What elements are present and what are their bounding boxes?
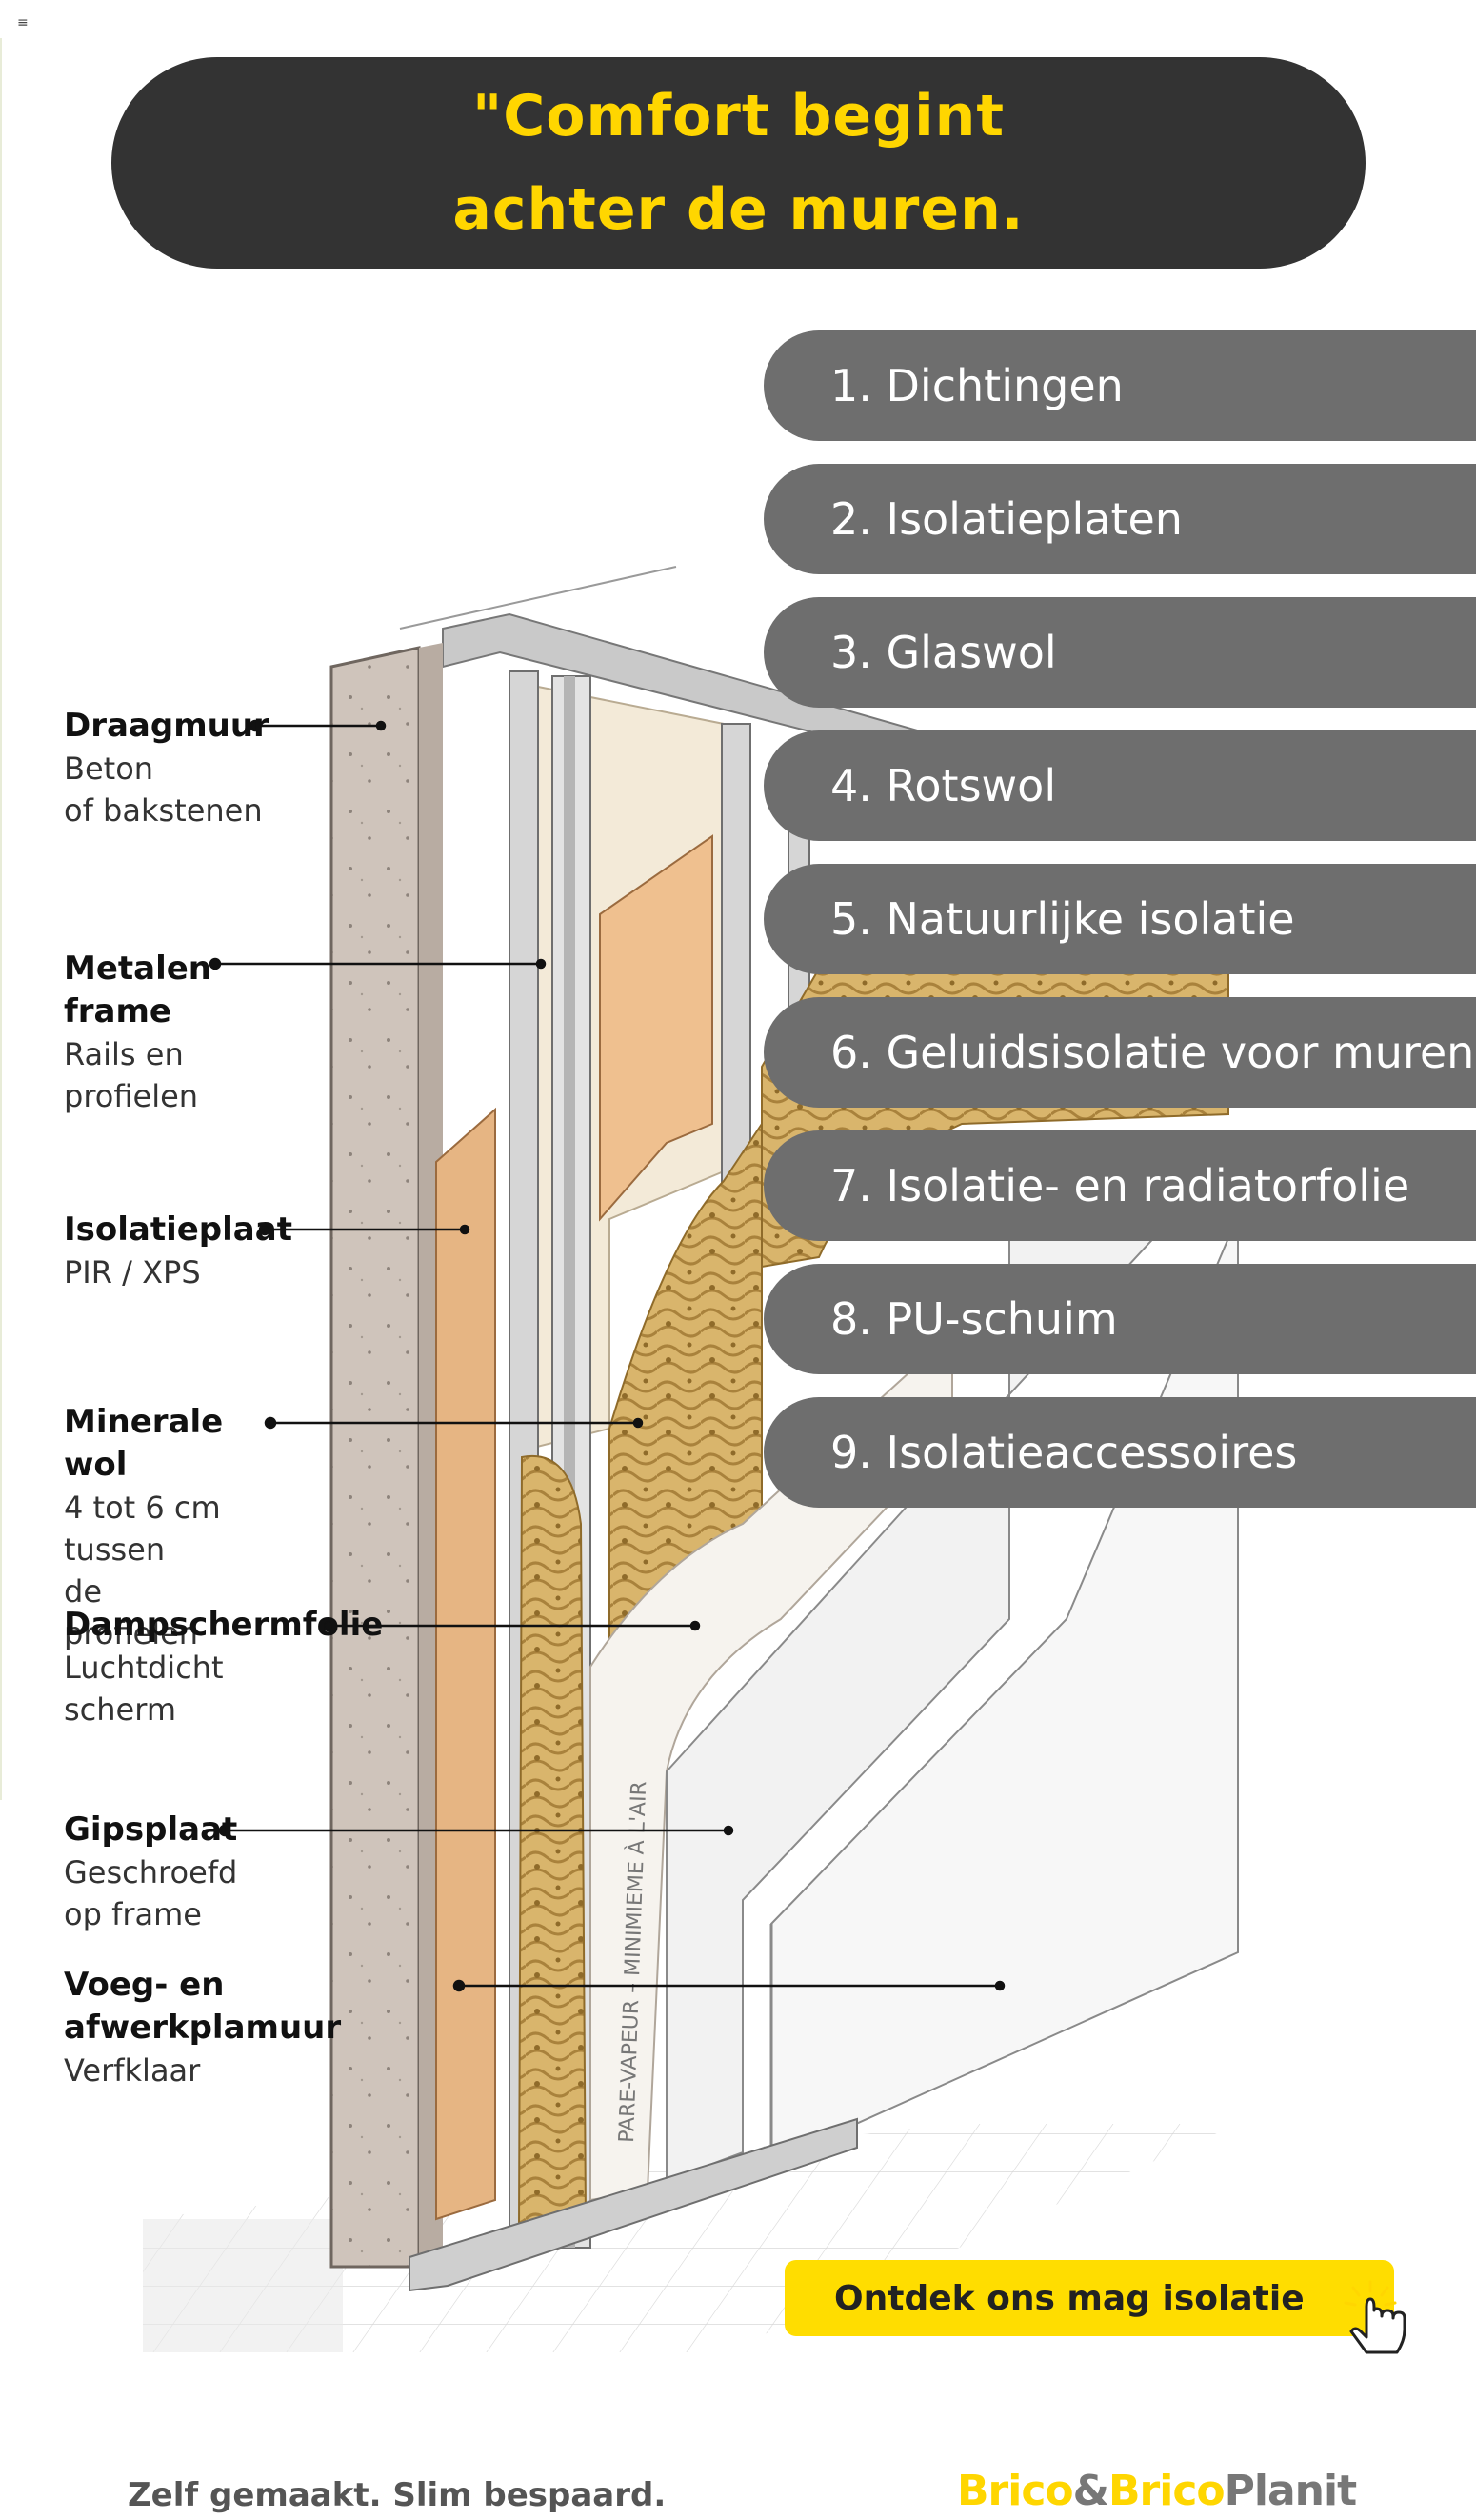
menu-item-label: 7. Isolatie- en radiatorfolie [830, 1160, 1410, 1211]
menu-item-isolatieaccessoires[interactable]: 9. Isolatieaccessoires [764, 1397, 1476, 1508]
logo-ampersand: & [1072, 2467, 1109, 2515]
label-sub: PIR / XPS [64, 1254, 201, 1290]
metal-profile-3 [721, 723, 751, 1220]
floor [143, 2124, 1238, 2352]
insulation-board-top [599, 834, 713, 1222]
mineral-wool-lower [517, 1454, 588, 2230]
label-sub: de profielen [64, 1573, 199, 1651]
bottom-rail [409, 2117, 858, 2292]
menu-item-label: 4. Rotswol [830, 760, 1057, 811]
label-sub: Verfklaar [64, 2052, 201, 2089]
title-banner: "Comfort begint achter de muren. [111, 57, 1366, 269]
label-sub: 4 tot 6 cm tussen [64, 1490, 221, 1568]
left-edge-rule [0, 38, 2, 1800]
discover-insulation-button[interactable]: Ontdek ons mag isolatie [785, 2260, 1394, 2336]
menu-item-label: 3. Glaswol [830, 627, 1057, 678]
label-voeg-afwerkplamuur: Voeg- en afwerkplamuur Verfklaar [64, 1964, 341, 2091]
callout-lines [209, 719, 1006, 1992]
label-title: Voeg- en afwerkplamuur [64, 1966, 342, 2047]
menu-item-rotswol[interactable]: 4. Rotswol [764, 730, 1476, 841]
logo-part-3: Planit [1224, 2467, 1357, 2515]
menu-item-label: 2. Isolatieplaten [830, 493, 1183, 545]
label-sub: of bakstenen [64, 792, 263, 829]
menu-item-isolatie-radiatorfolie[interactable]: 7. Isolatie- en radiatorfolie [764, 1130, 1476, 1241]
label-sub: Luchtdicht [64, 1650, 224, 1686]
menu-item-geluidsisolatie[interactable]: 6. Geluidsisolatie voor muren [764, 997, 1476, 1108]
bearing-wall [329, 646, 421, 2269]
label-sub: Rails en profielen [64, 1036, 199, 1114]
label-title: Gipsplaat [64, 1810, 238, 1849]
title-line-1: "Comfort begint [471, 83, 1006, 150]
brand-logo[interactable]: Brico&BricoPlanit [957, 2467, 1357, 2515]
insulation-board-front [435, 1107, 496, 2221]
label-sub: scherm [64, 1691, 176, 1728]
label-gipsplaat: Gipsplaat Geschroefd op frame [64, 1809, 237, 1935]
label-isolatieplaat: Isolatieplaat PIR / XPS [64, 1209, 292, 1293]
label-sub: Geschroefd [64, 1854, 238, 1890]
label-title: Draagmuur [64, 707, 269, 745]
label-metalen-frame: Metalen frame Rails en profielen [64, 948, 211, 1117]
footer-slogan: Zelf gemaakt. Slim bespaard. [128, 2476, 667, 2514]
label-title: frame [64, 992, 171, 1030]
title-line-2: achter de muren. [452, 176, 1025, 243]
label-title: Metalen [64, 950, 212, 988]
menu-item-label: 9. Isolatieaccessoires [830, 1427, 1298, 1478]
pointer-hand-icon [1344, 2280, 1406, 2354]
cta-label: Ontdek ons mag isolatie [834, 2278, 1305, 2318]
label-minerale-wol: Minerale wol 4 tot 6 cm tussen de profie… [64, 1401, 223, 1654]
logo-part-2: Brico [1108, 2467, 1226, 2515]
menu-item-dichtingen[interactable]: 1. Dichtingen [764, 330, 1476, 441]
menu-item-label: 6. Geluidsisolatie voor muren [830, 1027, 1475, 1078]
label-draagmuur: Draagmuur Beton of bakstenen [64, 705, 269, 831]
logo-part-1: Brico [957, 2467, 1074, 2515]
menu-item-pu-schuim[interactable]: 8. PU-schuim [764, 1264, 1476, 1374]
menu-item-glaswol[interactable]: 3. Glaswol [764, 597, 1476, 708]
label-title: Isolatieplaat [64, 1210, 292, 1249]
label-title: Dampschermfolie [64, 1606, 384, 1644]
menu-item-isolatieplaten[interactable]: 2. Isolatieplaten [764, 464, 1476, 574]
menu-item-natuurlijke-isolatie[interactable]: 5. Natuurlijke isolatie [764, 864, 1476, 974]
menu-mark-icon[interactable]: ≡ [17, 15, 29, 30]
label-title: Minerale wol [64, 1403, 224, 1484]
menu-item-label: 8. PU-schuim [830, 1293, 1118, 1345]
label-sub: Beton [64, 750, 154, 787]
label-dampschermfolie: Dampschermfolie Luchtdicht scherm [64, 1604, 383, 1730]
label-sub: op frame [64, 1896, 202, 1932]
menu-item-label: 1. Dichtingen [830, 360, 1124, 411]
menu-item-label: 5. Natuurlijke isolatie [830, 893, 1295, 945]
